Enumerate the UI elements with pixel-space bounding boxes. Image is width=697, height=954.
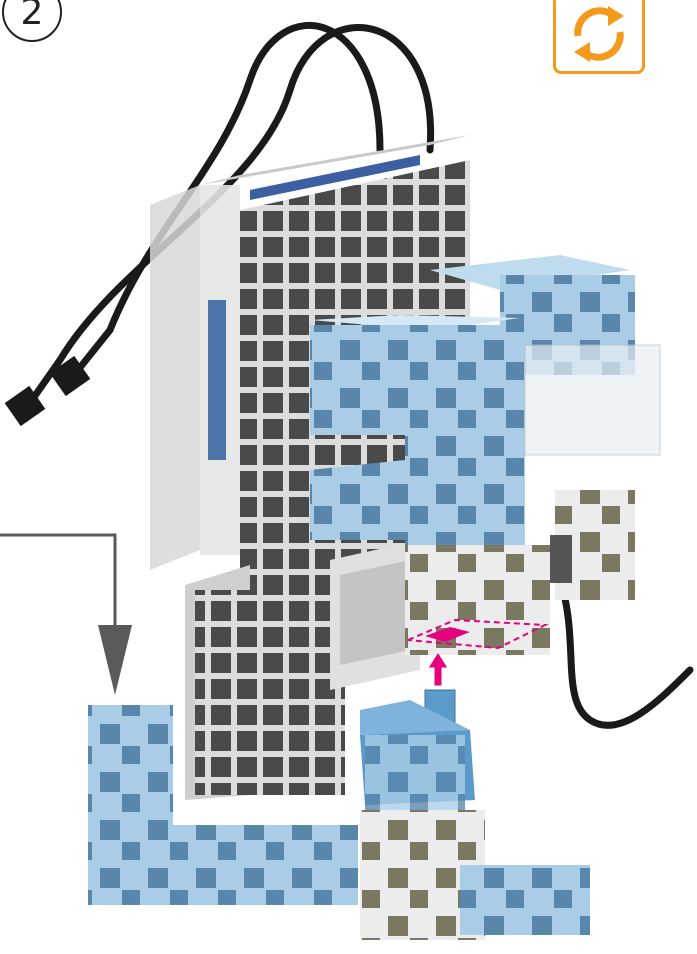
arrow-up-icon xyxy=(428,652,448,686)
cable-connectors xyxy=(5,356,91,426)
arrow-down-icon xyxy=(0,535,132,695)
